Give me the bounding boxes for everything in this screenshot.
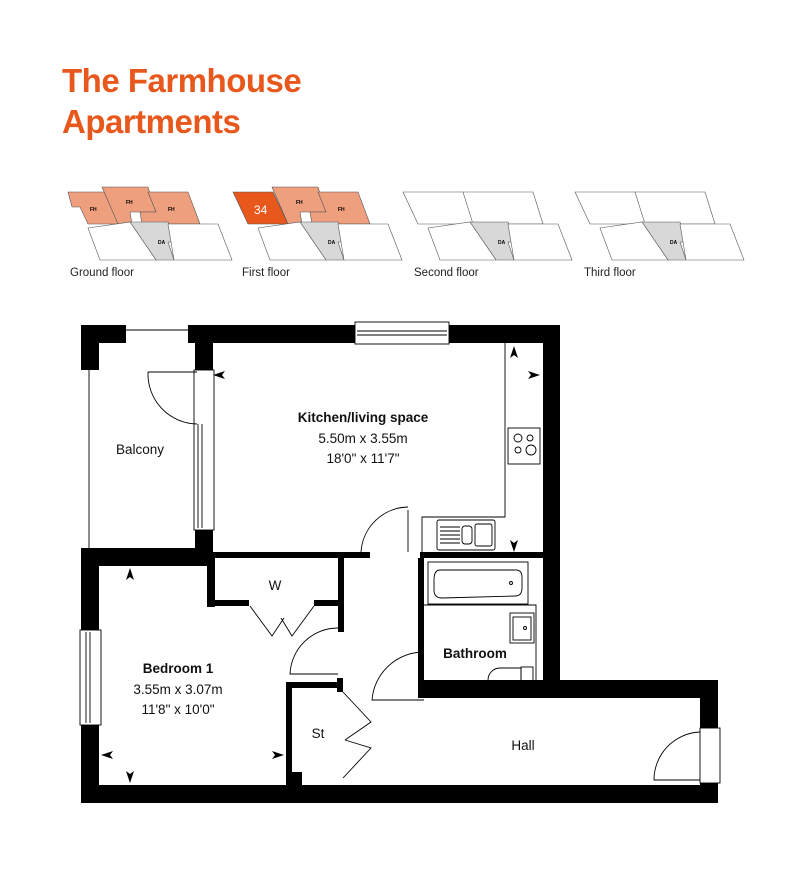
svg-text:FH: FH — [338, 207, 345, 213]
unit-34-label: 34 — [254, 203, 268, 217]
room-metric: 3.55m x 3.07m — [133, 682, 223, 697]
wardrobe-doors — [249, 605, 315, 637]
window — [354, 321, 450, 345]
toilet-icon — [487, 667, 522, 693]
window — [79, 629, 102, 726]
room-name: Bedroom 1 — [142, 661, 214, 676]
fh-label: FH — [168, 207, 175, 213]
key-label-second: Second floor — [414, 267, 479, 279]
balcony-door — [193, 369, 215, 531]
da-label: DA — [158, 240, 166, 246]
key-label-third: Third floor — [584, 267, 636, 279]
sink-icon — [436, 519, 496, 551]
hob-icon — [507, 427, 541, 465]
ground-floor-diagram: FH FH FH DA — [67, 186, 233, 261]
dimension-arrows — [101, 346, 540, 783]
room-bathroom: Bathroom — [430, 646, 520, 661]
room-bedroom-1: Bedroom 1 3.55m x 3.07m 11'8" x 10'0" — [118, 661, 238, 720]
room-kitchen-living: Kitchen/living space 5.50m x 3.55m 18'0"… — [268, 410, 458, 469]
room-name: St — [311, 726, 325, 741]
door-swing — [360, 506, 409, 553]
store-doors — [342, 691, 372, 779]
room-metric: 5.50m x 3.55m — [318, 431, 408, 446]
room-name: Kitchen/living space — [297, 410, 429, 425]
room-name: Hall — [511, 738, 535, 753]
key-plan-ground-floor[interactable]: FH FH FH DA Ground floor — [58, 182, 238, 282]
room-balcony: Balcony — [100, 442, 180, 457]
svg-text:FH: FH — [296, 200, 303, 206]
entrance-door — [699, 727, 721, 784]
door-swing — [653, 731, 701, 781]
fh-label: FH — [90, 207, 97, 213]
key-label-first: First floor — [242, 267, 290, 279]
svg-text:DA: DA — [670, 240, 678, 246]
room-name: W — [268, 578, 282, 593]
walls — [81, 325, 718, 803]
second-floor-diagram: DA — [402, 191, 573, 261]
room-hall: Hall — [498, 738, 548, 753]
title-line-1: The Farmhouse — [62, 62, 302, 99]
door-swing — [147, 371, 198, 425]
room-wardrobe: W — [260, 578, 290, 593]
key-plan-first-floor[interactable]: 34 FH FH DA First floor — [228, 182, 408, 282]
title-line-2: Apartments — [62, 103, 241, 140]
svg-text:DA: DA — [328, 240, 336, 246]
door-swing — [371, 651, 425, 701]
key-label-ground: Ground floor — [70, 267, 134, 279]
room-imperial: 11'8" x 10'0" — [141, 702, 215, 717]
door-swing — [289, 627, 339, 675]
room-name: Bathroom — [443, 646, 507, 661]
room-store: St — [300, 726, 336, 741]
fh-label: FH — [126, 200, 133, 206]
page-title: The Farmhouse Apartments — [62, 60, 302, 142]
third-floor-diagram: DA — [574, 191, 745, 261]
key-plan-third-floor[interactable]: DA Third floor — [570, 182, 750, 282]
key-plan-second-floor[interactable]: DA Second floor — [398, 182, 578, 282]
first-floor-diagram: 34 FH FH DA — [232, 186, 403, 261]
room-imperial: 18'0" x 11'7" — [326, 451, 400, 466]
bath-icon — [427, 561, 529, 605]
room-name: Balcony — [115, 442, 165, 457]
basin-icon — [509, 612, 535, 644]
svg-text:DA: DA — [498, 240, 506, 246]
